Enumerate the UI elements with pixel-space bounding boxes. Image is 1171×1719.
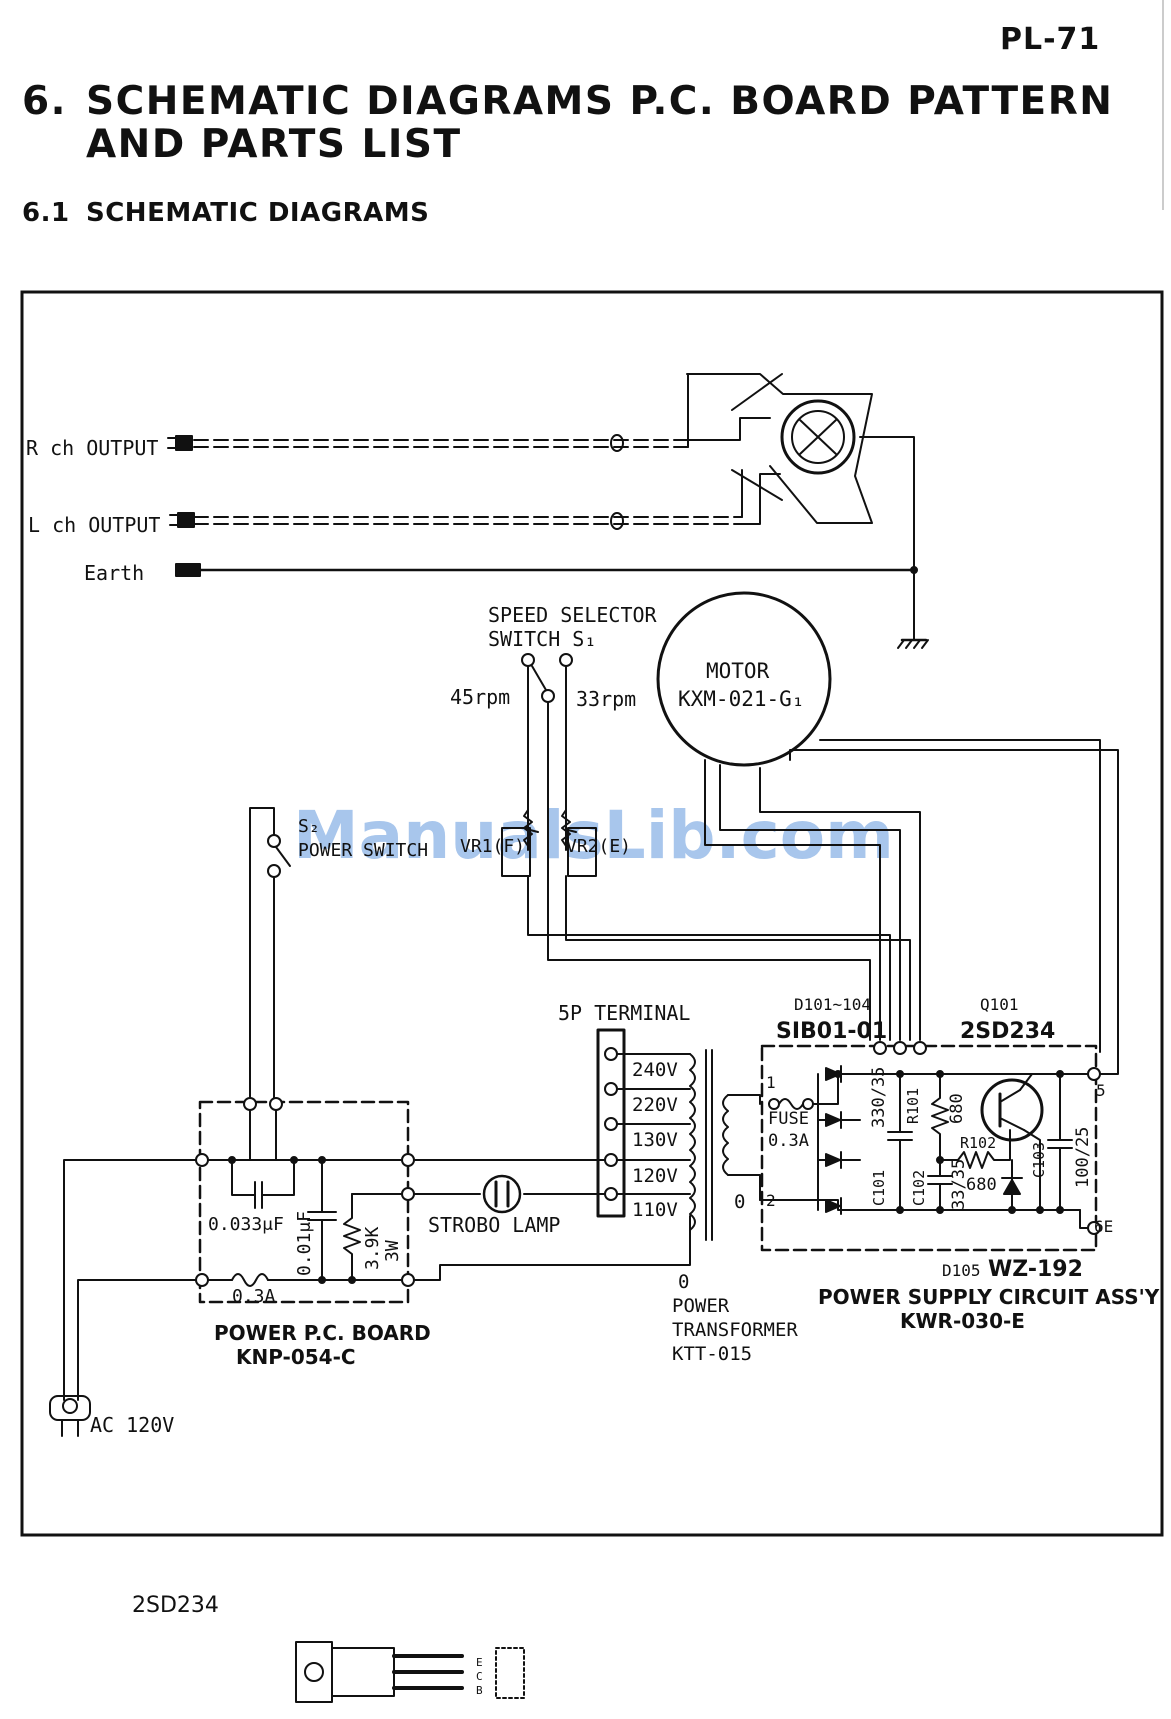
supply-assy-label: POWER SUPPLY CIRCUIT ASS'Y (818, 1285, 1160, 1309)
section-title: 6.SCHEMATIC DIAGRAMS P.C. BOARD PATTERN … (22, 80, 1113, 166)
transistor-ref-label: Q101 (980, 995, 1019, 1014)
resistor-label: 3.9K (362, 1226, 383, 1270)
transformer-label-1: POWER (672, 1295, 730, 1317)
model-number: PL-71 (1000, 22, 1101, 57)
ac-plug (49, 1159, 197, 1437)
speed-33rpm-label: 33rpm (576, 687, 636, 711)
board-fuse-label: 0.3A (232, 1286, 276, 1307)
earth-terminal (175, 563, 201, 577)
tap-110v: 110V (632, 1199, 678, 1221)
c103-ref: C103 (1030, 1142, 1048, 1178)
tap-130v: 130V (632, 1129, 678, 1151)
zener-ref-label: D105 (942, 1261, 981, 1280)
transformer-secondary-zero: 0 (734, 1191, 745, 1213)
lch-output-jack (169, 512, 195, 528)
power-supply-circuit (759, 1041, 1101, 1252)
supply-pin6: 6E (1094, 1217, 1113, 1236)
motor (656, 591, 1119, 1075)
schematic-frame (20, 290, 1164, 1537)
diode-part-label: SIB01-01 (776, 1019, 887, 1044)
rch-output-jack (167, 435, 193, 451)
c101-ref: C101 (870, 1170, 888, 1206)
subsection-title-text: SCHEMATIC DIAGRAMS (86, 198, 430, 228)
r102-value: 680 (966, 1175, 997, 1195)
power-pc-board (195, 1097, 415, 1304)
power-board-part: KNP-054-C (236, 1345, 356, 1369)
supply-fuse-label: FUSE (768, 1109, 809, 1129)
ac-label: AC 120V (90, 1413, 174, 1437)
power-switch-ref: S₂ (298, 816, 320, 837)
power-transformer (689, 1049, 761, 1241)
c102-ref: C102 (910, 1170, 928, 1206)
supply-pin1: 1 (766, 1073, 776, 1092)
zener-part-label: WZ-192 (988, 1257, 1083, 1282)
5p-terminal (596, 1028, 691, 1218)
cap-0033-label: 0.033μF (208, 1214, 284, 1235)
section-number: 6. (22, 79, 67, 124)
rch-output-label: R ch OUTPUT (26, 436, 158, 460)
c102-value: 33/35 (949, 1159, 969, 1210)
motor-model: KXM-021-G₁ (678, 687, 804, 711)
earth-label: Earth (84, 561, 144, 585)
c101-value: 330/35 (869, 1067, 889, 1128)
package-pin-b: B (476, 1684, 483, 1697)
tap-220v: 220V (632, 1094, 678, 1116)
switch-common-wire (547, 849, 871, 1041)
watermark-text: ManualsLib.com (293, 797, 894, 874)
resistor-watt-label: 3W (382, 1240, 403, 1262)
strobo-lamp (482, 1174, 522, 1214)
c103-value: 100/25 (1073, 1127, 1093, 1188)
subsection-number: 6.1 (22, 198, 70, 228)
transformer-primary-zero: 0 (678, 1271, 689, 1293)
supply-pin2: 2 (766, 1191, 776, 1210)
package-label: 2SD234 (132, 1593, 219, 1618)
supply-assy-part: KWR-030-E (900, 1309, 1025, 1333)
power-switch (249, 807, 291, 1099)
tap-120v: 120V (632, 1165, 678, 1187)
tap-240v: 240V (632, 1059, 678, 1081)
section-title-line1: SCHEMATIC DIAGRAMS P.C. BOARD PATTERN (86, 79, 1114, 124)
r101-value: 680 (947, 1093, 967, 1124)
transformer-label-2: TRANSFORMER (672, 1319, 798, 1341)
package-pin-e: E (476, 1656, 483, 1669)
transistor-part-label: 2SD234 (960, 1019, 1055, 1044)
r101-ref: R101 (904, 1088, 922, 1124)
motor-title: MOTOR (706, 659, 770, 683)
supply-fuse-value: 0.3A (768, 1131, 809, 1151)
power-switch-label: POWER SWITCH (298, 840, 428, 861)
diode-ref-label: D101~104 (794, 995, 871, 1014)
speed-45rpm-label: 45rpm (450, 685, 510, 709)
subsection-title: 6.1 SCHEMATIC DIAGRAMS (22, 198, 429, 228)
neutral-wire (413, 1215, 691, 1281)
trimmer-vr1 (501, 809, 891, 1041)
section-title-line2: AND PARTS LIST (86, 122, 462, 167)
trimmer-vr2 (561, 809, 911, 1041)
strobo-lamp-label: STROBO LAMP (428, 1213, 560, 1237)
tonearm-cartridge (686, 373, 873, 524)
package-pin-c: C (476, 1670, 483, 1683)
cap-001-label: 0.01μF (294, 1211, 315, 1276)
lch-output-label: L ch OUTPUT (28, 513, 160, 537)
terminal-title: 5P TERMINAL (558, 1001, 690, 1025)
output-wiring (192, 373, 929, 649)
transformer-label-3: KTT-015 (672, 1343, 752, 1365)
transistor-package-outline (295, 1641, 525, 1703)
speed-selector-title: SPEED SELECTOR (488, 603, 658, 627)
r102-ref: R102 (960, 1134, 996, 1152)
speed-selector-switch-label: SWITCH S₁ (488, 627, 596, 651)
vr1-label: VR1(F) (460, 836, 525, 857)
supply-pin5: 5 (1096, 1081, 1106, 1100)
power-board-label: POWER P.C. BOARD (214, 1321, 431, 1345)
vr2-label: VR2(E) (566, 836, 631, 857)
